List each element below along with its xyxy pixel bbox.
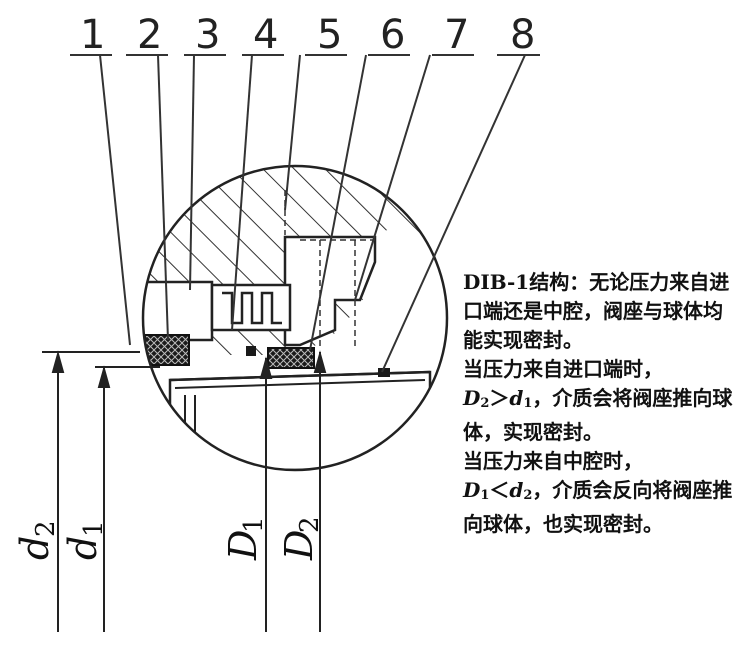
svg-text:2: 2 (31, 520, 61, 537)
part-number-6: 6 (380, 12, 405, 58)
part-number-1: 1 (80, 12, 105, 58)
leader-line-8 (381, 54, 526, 373)
svg-text:D: D (277, 530, 321, 561)
caption-line-4: 当压力来自中腔时， (463, 449, 643, 473)
dim-label-D1: D 1 (221, 516, 269, 561)
leader-line-7 (354, 54, 431, 301)
leader-line-1 (99, 54, 131, 346)
leader-line-4 (231, 54, 253, 331)
seal-insert-2 (267, 347, 315, 369)
leader-line-6 (309, 54, 367, 351)
part-number-8: 8 (510, 12, 535, 58)
dim-label-d2: d 2 (13, 520, 61, 560)
caption-line-1: DIB-1结构：无论压力来自进口端还是中腔，阀座与球体均能实现密封。 (463, 270, 730, 352)
caption-text: DIB-1结构：无论压力来自进口端还是中腔，阀座与球体均能实现密封。 当压力来自… (463, 268, 735, 539)
leader-line-5 (284, 54, 301, 211)
detail-view (130, 166, 447, 470)
caption-line-3: D2＞d1，介质会将阀座推向球体，实现密封。 (463, 386, 733, 444)
spring (222, 291, 282, 325)
svg-text:2: 2 (295, 516, 325, 533)
dimension-lines (42, 350, 327, 632)
svg-text:D: D (221, 530, 265, 561)
lower-body (130, 340, 140, 470)
part-number-5: 5 (317, 12, 342, 58)
svg-text:1: 1 (239, 516, 269, 533)
caption-line-2: 当压力来自进口端时， (463, 357, 663, 381)
part-number-2: 2 (137, 12, 162, 58)
seat-groove (283, 235, 377, 347)
leader-line-2 (157, 54, 169, 341)
leader-line-3 (189, 54, 195, 291)
dim-label-D2: D 2 (277, 516, 325, 561)
seat-ring (143, 280, 214, 342)
detail-circle (141, 164, 449, 472)
dim-label-d1: d 1 (61, 520, 109, 560)
seal-insert-small (246, 346, 256, 356)
svg-text:d: d (13, 536, 57, 560)
part-number-3: 3 (195, 12, 220, 58)
leader-lines (70, 54, 540, 373)
svg-text:d: d (61, 536, 105, 560)
svg-text:1: 1 (79, 520, 109, 537)
caption-line-5: D1＜d2，介质会反向将阀座推向球体，也实现密封。 (463, 478, 733, 536)
part-number-4: 4 (253, 12, 278, 58)
seal-insert-8 (378, 368, 390, 377)
part-number-7: 7 (444, 12, 469, 58)
